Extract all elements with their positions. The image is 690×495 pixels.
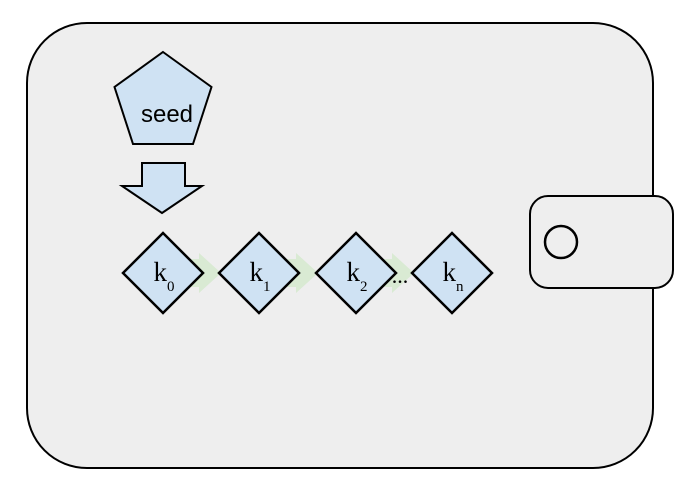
key-node-k0	[121, 231, 205, 315]
clasp-button-icon	[543, 224, 579, 260]
seed-label: seed	[141, 101, 193, 128]
key-label-k0-base: k	[154, 257, 168, 287]
key-node-kn	[410, 231, 494, 315]
key-label-k1-base: k	[250, 257, 264, 287]
key-label-k2-base: k	[347, 257, 361, 287]
key-label-k2-sub: 2	[360, 279, 368, 295]
key-label-k1: k1	[250, 257, 271, 295]
key-node-k1	[217, 231, 301, 315]
key-label-k2: k2	[347, 257, 368, 295]
down-arrow-icon	[118, 162, 206, 215]
key-node-k2	[314, 231, 398, 315]
key-label-k1-sub: 1	[263, 279, 271, 295]
seed-pentagon	[113, 50, 213, 145]
ellipsis-label: ...	[392, 263, 409, 288]
key-label-kn: kn	[443, 257, 465, 295]
key-label-kn-sub: n	[456, 279, 464, 295]
key-label-k0: k0	[154, 257, 175, 295]
key-label-k0-sub: 0	[167, 279, 175, 295]
key-label-kn-base: k	[443, 257, 457, 287]
wallet-clasp	[529, 195, 674, 289]
